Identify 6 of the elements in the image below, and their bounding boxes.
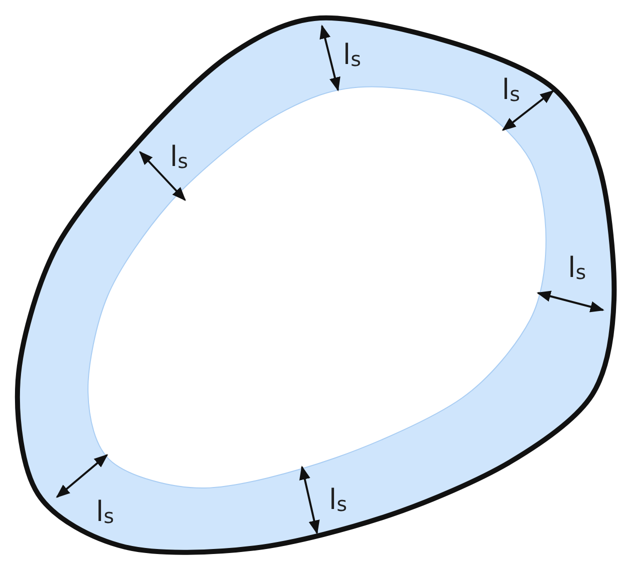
dimension-label: l$_{s}$ — [170, 143, 188, 171]
dimension-label: l$_{s}$ — [342, 41, 362, 69]
dimension-label: l$_{s}$ — [328, 486, 348, 514]
dimension-label: l$_{s}$ — [96, 498, 114, 526]
dimension-label: l$_{s}$ — [568, 254, 586, 282]
dimension-label: l$_{s}$ — [502, 76, 520, 104]
